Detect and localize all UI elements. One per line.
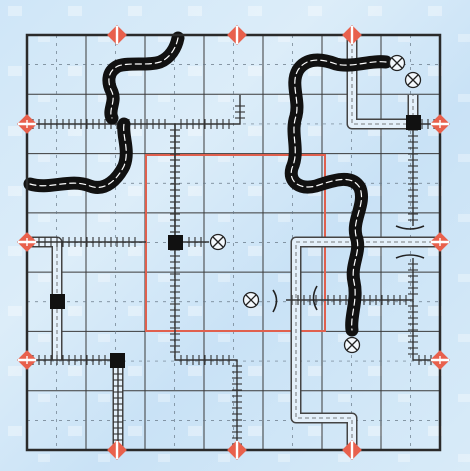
exit-arrow-icon[interactable] xyxy=(227,440,247,460)
rail-line[interactable] xyxy=(183,237,209,247)
rail-line[interactable] xyxy=(175,95,245,129)
circle-x-icon[interactable] xyxy=(242,291,260,309)
bridge-arc-icon xyxy=(312,285,318,311)
station-square-icon[interactable] xyxy=(110,353,125,368)
circle-x-icon[interactable] xyxy=(404,71,422,89)
circle-x-icon[interactable] xyxy=(343,336,361,354)
exit-arrow-icon[interactable] xyxy=(430,114,450,134)
station-square-icon[interactable] xyxy=(168,235,183,250)
exit-arrow-icon[interactable] xyxy=(107,25,127,45)
station-square-icon[interactable] xyxy=(50,294,65,309)
exit-markers xyxy=(17,25,450,460)
rail-line[interactable] xyxy=(408,258,418,300)
river xyxy=(23,117,133,194)
exit-arrow-icon[interactable] xyxy=(107,440,127,460)
highway-road[interactable] xyxy=(290,236,440,450)
stations xyxy=(50,115,421,368)
river xyxy=(102,31,185,125)
exit-arrow-icon[interactable] xyxy=(342,440,362,460)
river xyxy=(284,53,393,337)
crossing-marks xyxy=(209,54,422,354)
station-square-icon[interactable] xyxy=(406,115,421,130)
circle-x-icon[interactable] xyxy=(209,233,227,251)
circle-x-icon[interactable] xyxy=(388,54,406,72)
river-routes xyxy=(23,31,393,337)
bridge-arc-icon xyxy=(395,254,425,259)
exit-arrow-icon[interactable] xyxy=(17,350,37,370)
exit-arrow-icon[interactable] xyxy=(430,232,450,252)
bridges xyxy=(272,225,425,313)
rail-line[interactable] xyxy=(113,368,123,450)
rail-line[interactable] xyxy=(170,124,242,450)
exit-arrow-icon[interactable] xyxy=(430,350,450,370)
bridge-arc-icon xyxy=(395,225,425,230)
bridge-arc-icon xyxy=(272,289,278,313)
rail-line[interactable] xyxy=(27,237,146,247)
exit-arrow-icon[interactable] xyxy=(342,25,362,45)
